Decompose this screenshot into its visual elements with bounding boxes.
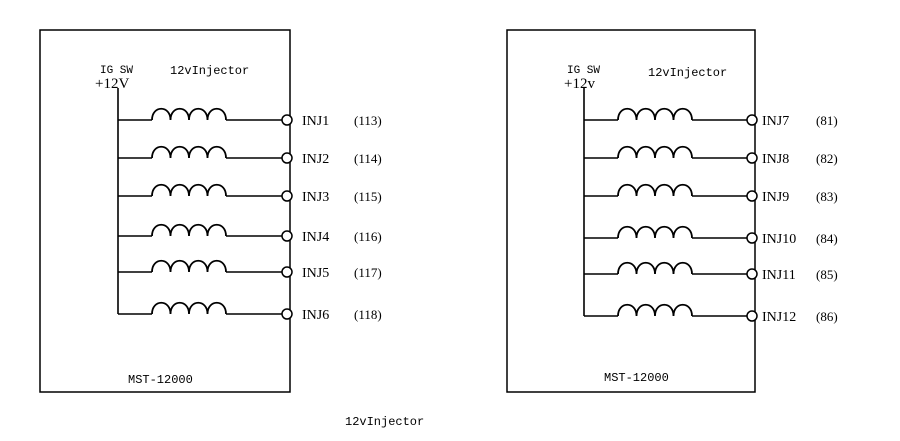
injector-row: INJ2 (114) [118,145,382,167]
injector-row: INJ10 (84) [584,225,838,247]
injector-row: INJ8 (82) [584,145,838,167]
ecu-pin-number: (118) [354,307,382,322]
injector-row: INJ7 (81) [584,107,838,129]
injector-row: INJ1 (113) [118,107,382,129]
panel-left-frame [39,29,291,393]
panel-right-circuit: INJ7 (81) INJ8 (82) INJ9 (83) INJ10 (84) INJ11 (8… [583,88,838,325]
injector-coil [151,259,227,273]
injector-coil [617,145,693,159]
terminal-circle [281,308,293,320]
ecu-pin-number: (113) [354,113,382,128]
terminal-circle [746,114,758,126]
injector-coil [151,107,227,121]
injector-name: INJ11 [762,268,796,283]
terminal-circle [746,190,758,202]
injector-name: INJ5 [302,266,329,281]
injector-name: INJ8 [762,152,789,167]
ecu-pin-number: (115) [354,189,382,204]
terminal-circle [746,152,758,164]
panel-left: IG SW +12V 12vInjector MST-12000 INJ1 (11… [39,29,382,393]
ecu-pin-number: (116) [354,229,382,244]
injector-name: INJ1 [302,114,329,129]
injector-name: INJ4 [302,230,329,245]
injector-name: INJ2 [302,152,329,167]
injector-row: INJ11 (85) [584,261,838,283]
injector-name: INJ6 [302,308,329,323]
injector-name: INJ7 [762,114,789,129]
terminal-circle [746,268,758,280]
injector-coil [617,261,693,275]
terminal-circle [746,310,758,322]
panel-left-circuit: INJ1 (113) INJ2 (114) INJ3 (115) INJ4 (116) INJ5… [117,88,382,323]
injector-coil [151,223,227,237]
panel-right-ig-sw: IG SW [567,65,600,77]
injector-coil [617,183,693,197]
terminal-circle [281,230,293,242]
panel-right-model: MST-12000 [604,371,669,385]
panel-left-injector-label: 12vInjector [170,64,249,78]
ecu-pin-number: (117) [354,265,382,280]
panel-right-injector-label: 12vInjector [648,66,727,80]
injector-row: INJ3 (115) [118,183,382,205]
ecu-pin-number: (84) [816,231,838,246]
terminal-circle [281,152,293,164]
injector-row: INJ6 (118) [118,301,382,323]
ecu-pin-number: (82) [816,151,838,166]
injector-row: INJ5 (117) [118,259,382,281]
injector-name: INJ9 [762,190,789,205]
injector-coil [617,107,693,121]
ecu-pin-number: (81) [816,113,838,128]
panel-right: IG SW +12v 12vInjector MST-12000 INJ7 (81… [506,29,838,393]
panel-left-model: MST-12000 [128,373,193,387]
injector-row: INJ9 (83) [584,183,838,205]
injector-coil [617,303,693,317]
injector-coil [151,145,227,159]
ecu-pin-number: (114) [354,151,382,166]
injector-name: INJ3 [302,190,329,205]
injector-row: INJ4 (116) [118,223,382,245]
injector-coil [151,183,227,197]
figure-caption: 12vInjector [345,415,424,429]
injector-coil [617,225,693,239]
injector-name: INJ12 [762,310,796,325]
injector-row: INJ12 (86) [584,303,838,325]
panel-right-frame [506,29,756,393]
panel-right-voltage: +12v [564,76,595,92]
terminal-circle [281,190,293,202]
panel-left-voltage: +12V [95,76,129,92]
terminal-circle [746,232,758,244]
terminal-circle [281,114,293,126]
ecu-pin-number: (83) [816,189,838,204]
ecu-pin-number: (85) [816,267,838,282]
panel-left-ig-sw: IG SW [100,65,133,77]
ecu-pin-number: (86) [816,309,838,324]
injector-name: INJ10 [762,232,796,247]
injector-coil [151,301,227,315]
terminal-circle [281,266,293,278]
